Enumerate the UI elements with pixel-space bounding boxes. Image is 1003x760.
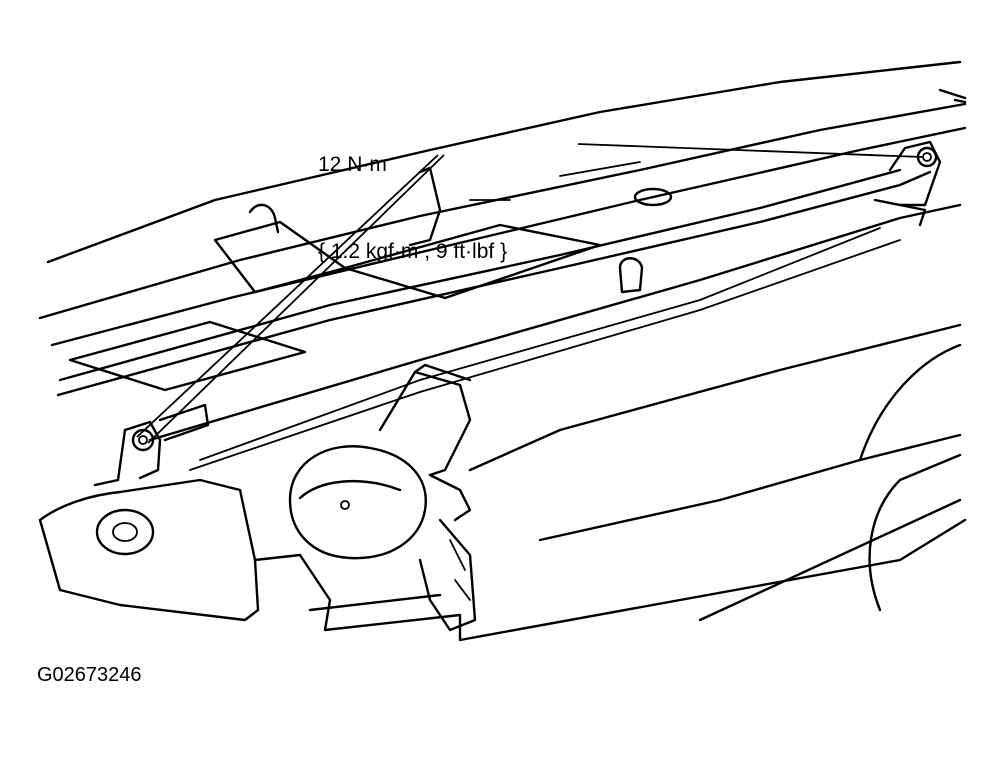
link-rod [56, 168, 962, 471]
cowl-panels [68, 88, 967, 392]
leader-line-left-2 [147, 154, 445, 444]
left-pivot-bracket [93, 403, 210, 487]
torque-callout: 12 N·m { 1.2 kgf·m , 9 ft·lbf } [318, 92, 507, 295]
cowl-outline [38, 60, 967, 347]
torque-value: 12 N·m [318, 153, 387, 176]
callout-leader-lines [136, 143, 923, 444]
leader-line-left-1 [136, 154, 439, 438]
leader-line-right [577, 143, 923, 158]
wiper-motor [288, 363, 477, 632]
figure-id: G02673246 [37, 664, 142, 686]
lower-body [38, 323, 967, 642]
torque-conversion: { 1.2 kgf·m , 9 ft·lbf } [318, 240, 508, 263]
right-pivot-bracket [873, 140, 942, 227]
